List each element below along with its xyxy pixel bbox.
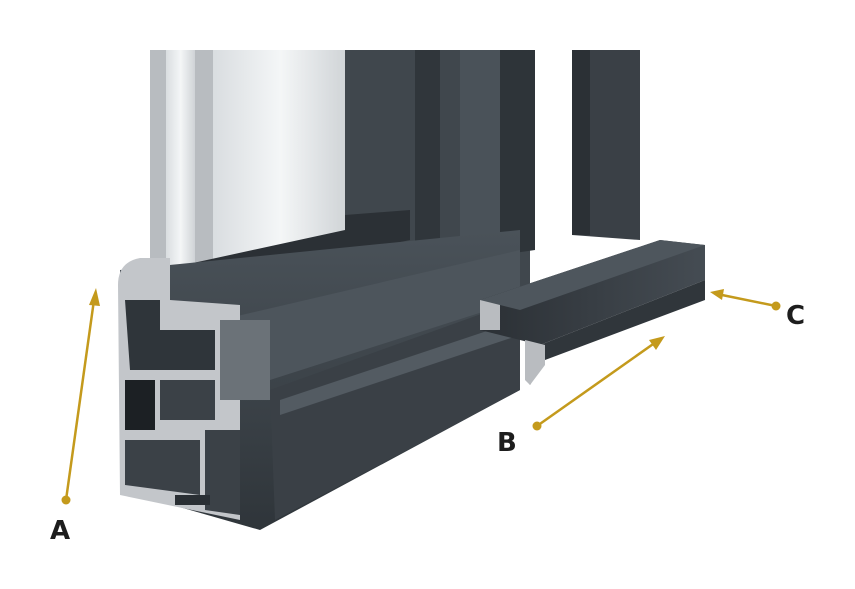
vertical-post bbox=[572, 50, 640, 240]
callout-label-a: A bbox=[50, 516, 71, 546]
callout-arrow-a bbox=[61, 288, 100, 505]
callout-label-b: B bbox=[497, 428, 517, 458]
sill-extension-profile bbox=[480, 240, 705, 385]
callout-arrow-c bbox=[710, 289, 781, 311]
profile-cross-section bbox=[118, 258, 270, 520]
callout-arrow-b bbox=[532, 336, 665, 431]
callout-label-c: C bbox=[786, 301, 806, 331]
